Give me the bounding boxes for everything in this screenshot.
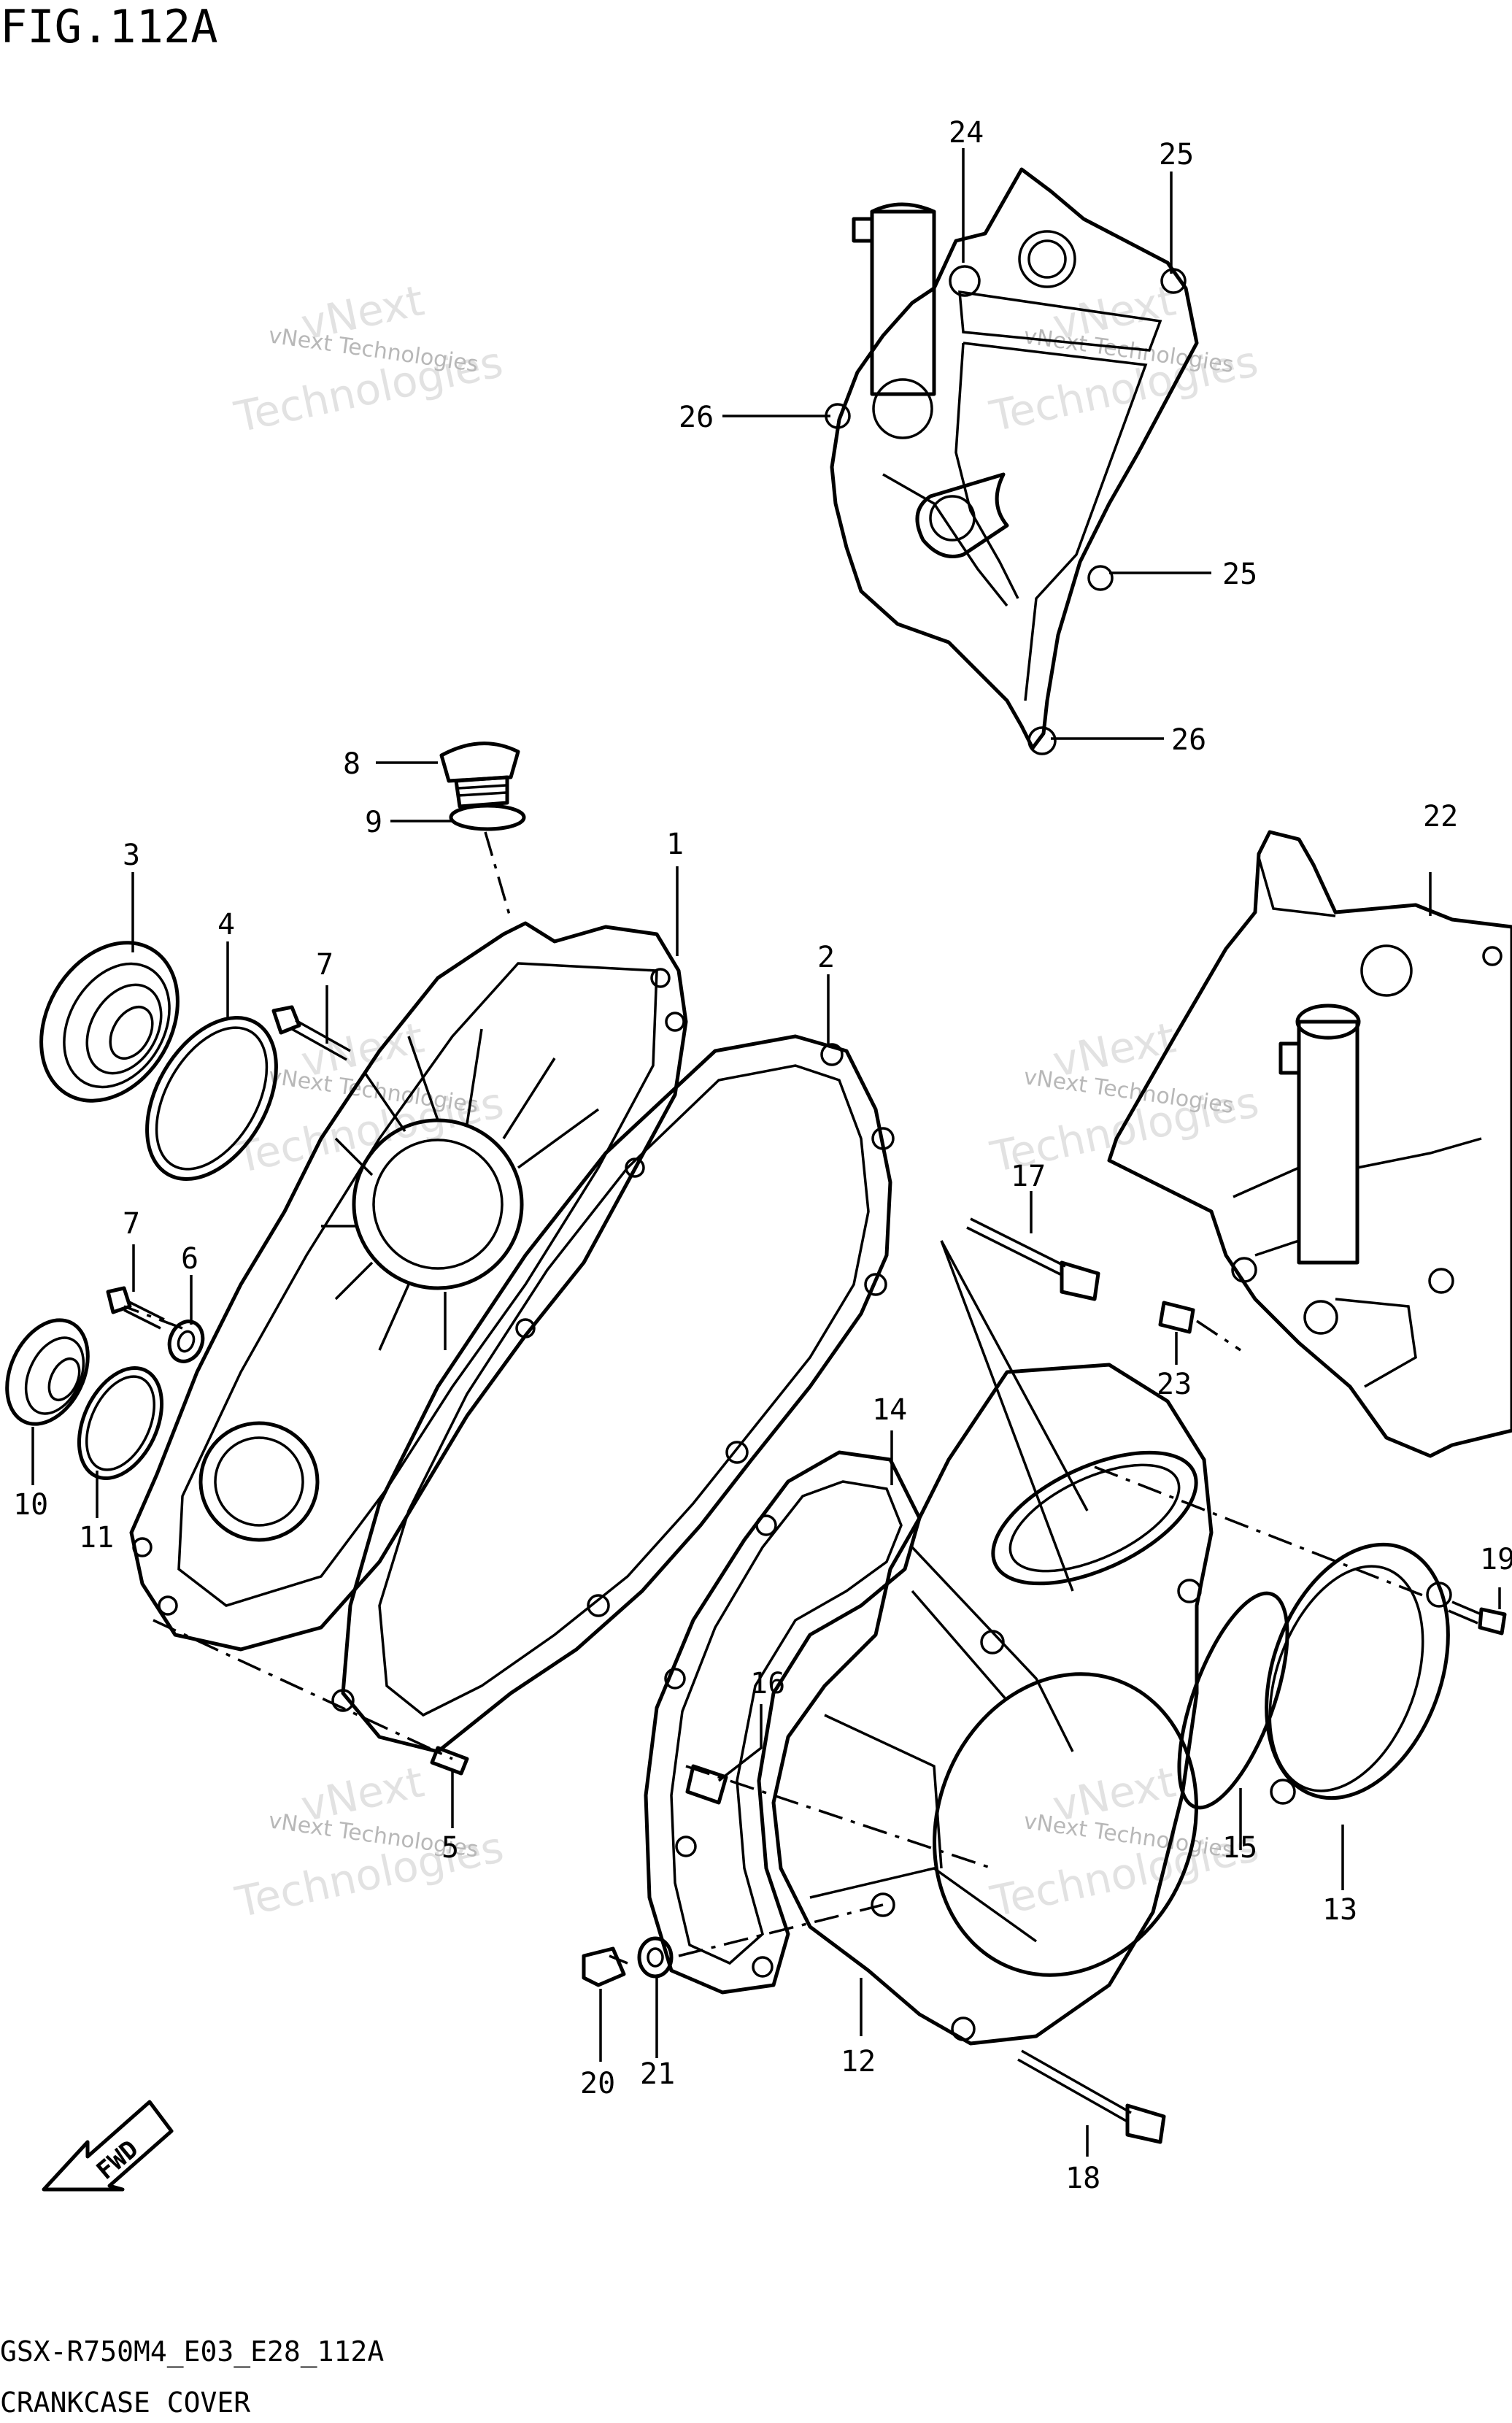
callouts: 24 25 26 25 26 22 8 9 1 2 3 4 7 7 6 10 1… xyxy=(13,116,1512,2195)
callout-9[interactable]: 9 xyxy=(365,806,382,839)
callout-10[interactable]: 10 xyxy=(13,1488,48,1522)
callout-6[interactable]: 6 xyxy=(181,1242,198,1276)
callout-15[interactable]: 15 xyxy=(1222,1831,1257,1865)
bolt-17[interactable] xyxy=(966,1217,1100,1301)
dowel-pin-23[interactable] xyxy=(1158,1301,1195,1334)
callout-7[interactable]: 7 xyxy=(316,948,333,982)
filler-o-ring[interactable] xyxy=(449,804,526,831)
callout-1[interactable]: 1 xyxy=(666,828,684,861)
callout-7[interactable]: 7 xyxy=(123,1207,140,1241)
cap-o-ring[interactable] xyxy=(1157,1581,1309,1821)
callout-11[interactable]: 11 xyxy=(79,1521,114,1555)
callout-2[interactable]: 2 xyxy=(817,941,835,974)
callout-12[interactable]: 12 xyxy=(841,2045,876,2079)
plug-cap-10[interactable] xyxy=(0,1307,104,1437)
callout-18[interactable]: 18 xyxy=(1065,2162,1100,2195)
figure-title: FIG.112A xyxy=(0,0,218,53)
bolt-19[interactable] xyxy=(1448,1600,1507,1636)
callout-4[interactable]: 4 xyxy=(217,908,235,941)
fwd-label: FWD xyxy=(91,2135,144,2186)
sprocket-cover-plate[interactable] xyxy=(825,167,1199,755)
hole-icon xyxy=(1018,230,1076,288)
generator-cap[interactable] xyxy=(1233,1519,1481,1824)
oil-filler-plug[interactable] xyxy=(439,741,520,809)
dowel-pin-5[interactable] xyxy=(430,1746,469,1776)
callout-26[interactable]: 26 xyxy=(679,401,714,434)
callout-25[interactable]: 25 xyxy=(1159,138,1194,172)
callout-19[interactable]: 19 xyxy=(1480,1543,1512,1576)
clutch-boss xyxy=(352,1118,524,1290)
generator-cover[interactable] xyxy=(771,1363,1238,2046)
callout-3[interactable]: 3 xyxy=(123,839,140,872)
watermark: Technologies vNext vNext Technologies xyxy=(230,275,507,442)
dowel-pin-16[interactable] xyxy=(685,1764,728,1805)
bolt-20[interactable] xyxy=(582,1946,628,1987)
generator-cover-gasket[interactable] xyxy=(644,1450,922,1995)
callout-23[interactable]: 23 xyxy=(1157,1368,1192,1401)
callout-22[interactable]: 22 xyxy=(1423,800,1458,833)
callout-20[interactable]: 20 xyxy=(580,2067,615,2100)
alignment-lines xyxy=(123,831,1431,1957)
bolt-7-lower[interactable] xyxy=(106,1286,165,1330)
leader-lines xyxy=(31,148,1501,2157)
fwd-arrow-icon: FWD xyxy=(42,2100,174,2192)
callout-25[interactable]: 26 xyxy=(1171,723,1206,757)
callout-5[interactable]: 5 xyxy=(441,1831,459,1865)
callout-21[interactable]: 21 xyxy=(640,2057,675,2091)
callout-8[interactable]: 8 xyxy=(343,747,360,781)
model-code: GSX-R750M4_E03_E28_112A xyxy=(0,2335,384,2368)
right-side-cover[interactable] xyxy=(1107,830,1512,1458)
callout-14[interactable]: 14 xyxy=(872,1393,907,1427)
washer-21[interactable] xyxy=(637,1936,674,1979)
cover-gasket[interactable] xyxy=(331,1034,895,1754)
figure-caption: CRANKCASE COVER xyxy=(0,2387,250,2419)
callout-24[interactable]: 24 xyxy=(949,116,984,150)
watermark: Technologies vNext vNext Technologies xyxy=(231,1757,508,1927)
washer-6[interactable] xyxy=(164,1317,208,1366)
bolt-18[interactable] xyxy=(1017,2049,1166,2144)
watermark: Technologies vNext vNext Technologies xyxy=(986,1012,1263,1182)
callout-17[interactable]: 17 xyxy=(1011,1160,1046,1193)
watermark: Technologies vNext vNext Technologies xyxy=(985,275,1262,442)
callout-16[interactable]: 16 xyxy=(750,1667,785,1700)
callout-13[interactable]: 13 xyxy=(1322,1893,1357,1927)
plug-cap-3[interactable] xyxy=(14,918,205,1125)
o-ring-11[interactable] xyxy=(63,1355,178,1491)
watermark: Technologies vNext vNext Technologies xyxy=(986,1757,1263,1926)
crankcase-cover[interactable] xyxy=(129,921,688,1652)
bolt-7-upper[interactable] xyxy=(271,1005,351,1061)
callout-24[interactable]: 25 xyxy=(1222,558,1257,591)
o-ring-4[interactable] xyxy=(120,995,303,1202)
